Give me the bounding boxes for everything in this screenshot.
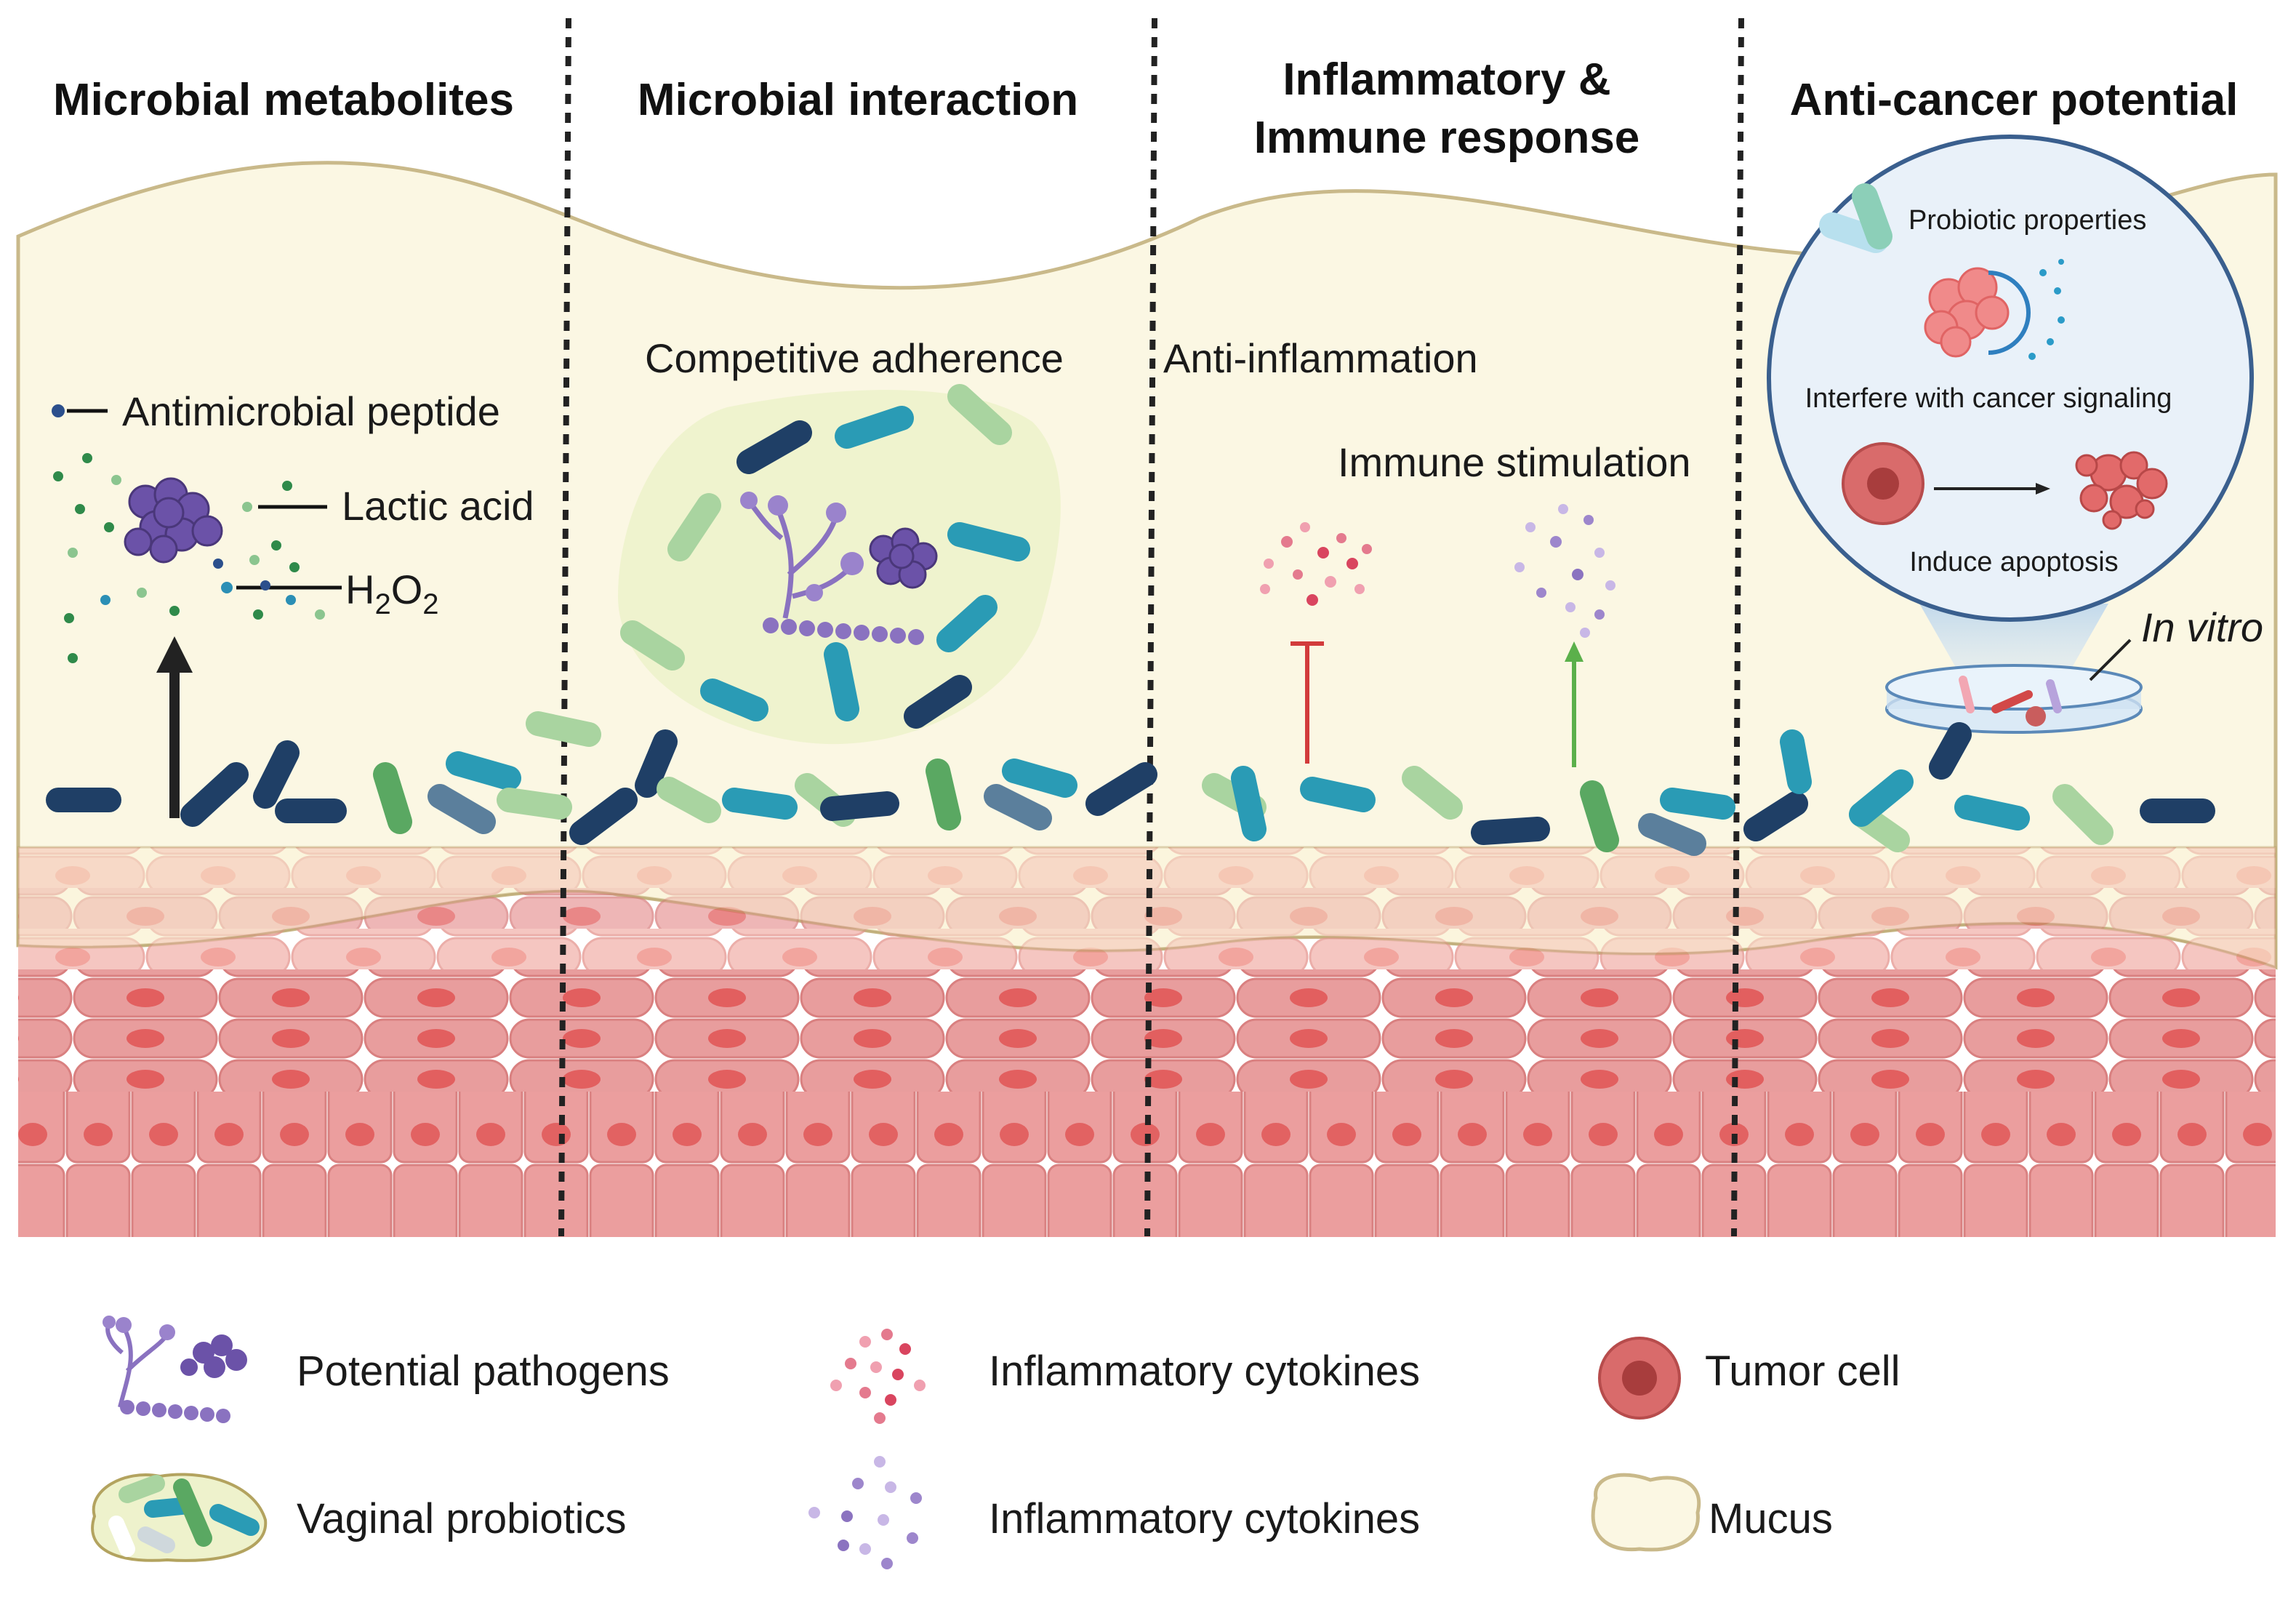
header-inflammatory-line1: Inflammatory & [1283, 55, 1610, 105]
legend-probiotics-label: Vaginal probiotics [297, 1495, 627, 1542]
induce-apoptosis-label: Induce apoptosis [1909, 547, 2118, 577]
header-inflammatory-line2: Immune response [1254, 113, 1640, 163]
lactic-acid-label: Lactic acid [342, 483, 534, 529]
probiotic-rod-icon [1819, 183, 1892, 253]
legend-pathogens-icon [103, 1316, 247, 1423]
legend-tumor-cell-icon [1598, 1337, 1681, 1420]
antimicrobial-peptide-label: Antimicrobial peptide [122, 388, 500, 434]
arrow-right-icon [2036, 483, 2050, 495]
legend: Potential pathogens Vaginal probiotics I… [91, 1316, 1900, 1569]
legend-mucus-label: Mucus [1709, 1495, 1833, 1542]
pink-cytokines [1260, 522, 1372, 606]
probiotic-biofilm [618, 390, 1061, 745]
legend-mucus-icon [1591, 1473, 1701, 1552]
header-anticancer-potential: Anti-cancer potential [1790, 75, 2239, 125]
legend-probiotics-icon [91, 1473, 268, 1562]
surface-bacteria [46, 711, 2215, 856]
arrow-up-green-icon [1565, 641, 1583, 662]
legend-pink-cytokines-label: Inflammatory cytokines [989, 1348, 1420, 1395]
h2o2-label: H2O2 [345, 567, 439, 620]
probiotic-properties-label: Probiotic properties [1908, 205, 2146, 236]
interfere-signaling-label: Interfere with cancer signaling [1805, 383, 2172, 414]
legend-pink-cytokines-icon [830, 1329, 926, 1424]
apoptotic-cell-icon [2075, 451, 2168, 530]
legend-tumor-cell-label: Tumor cell [1705, 1348, 1900, 1395]
metabolite-dots [53, 453, 325, 663]
petri-dish-icon [1885, 664, 2143, 734]
signaling-cycle-arrow-icon [1988, 271, 2031, 355]
immune-stimulation-label: Immune stimulation [1338, 439, 1691, 485]
pathogen-cluster-2 [869, 527, 938, 589]
header-microbial-metabolites: Microbial metabolites [53, 75, 514, 125]
cancer-cell-cluster-icon [1924, 267, 2010, 358]
pathogen-chain [763, 617, 924, 645]
legend-purple-cytokines-label: Inflammatory cytokines [989, 1495, 1420, 1542]
microscope-beam [1919, 604, 2108, 680]
antimicrobial-peptide-icon [52, 404, 65, 417]
pathogen-cluster-icon [124, 477, 223, 564]
in-vitro-label: In vitro [2141, 604, 2263, 650]
panel-inflammatory: Anti-inflammation Immune stimulation [1163, 335, 1691, 767]
anti-inflammation-label: Anti-inflammation [1163, 335, 1478, 381]
competitive-adherence-label: Competitive adherence [645, 335, 1064, 381]
panel-anticancer: Probiotic properties Interfere with canc… [1767, 135, 2263, 734]
purple-cytokines [1514, 504, 1615, 638]
panel-interaction: Competitive adherence [618, 335, 1064, 745]
tumor-cell-icon [1842, 442, 1924, 525]
header-microbial-interaction: Microbial interaction [638, 75, 1078, 125]
legend-purple-cytokines-icon [808, 1456, 922, 1569]
legend-pathogens-label: Potential pathogens [297, 1348, 670, 1395]
panel-dividers [558, 17, 1744, 1237]
arrow-up-icon [156, 636, 193, 673]
panel-metabolites: Antimicrobial peptide Lactic acid H2O2 [52, 388, 534, 818]
